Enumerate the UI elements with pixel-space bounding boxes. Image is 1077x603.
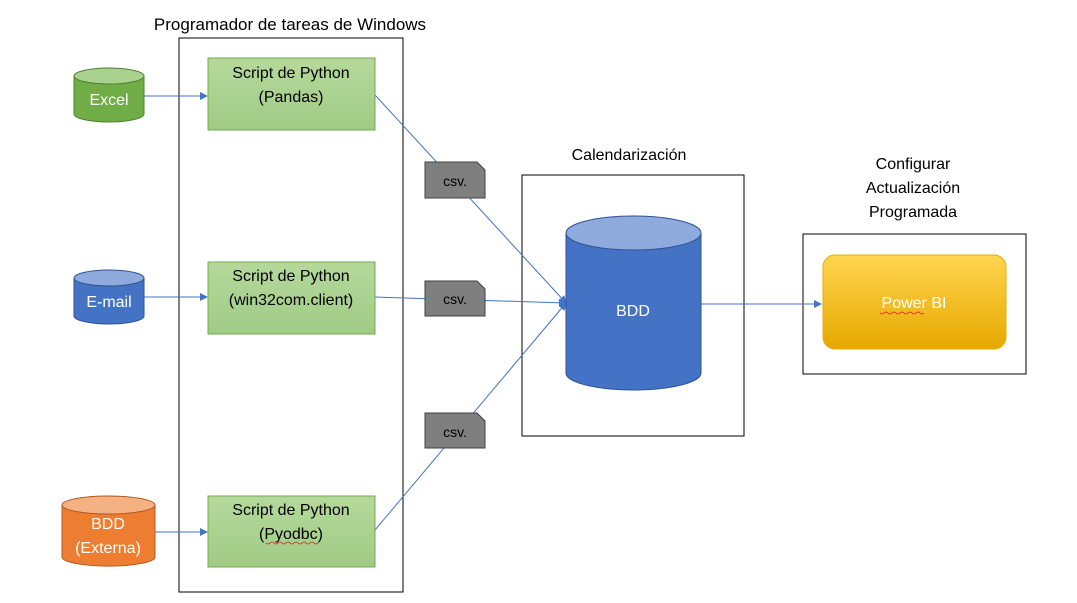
- scheduling-container: [521, 174, 745, 437]
- csv-file-icon-1: csv.: [424, 161, 486, 199]
- script-box-pyodbc-line-2: (Pyodbc): [259, 526, 323, 543]
- database-cylinder: BDD: [565, 215, 702, 391]
- script-box-pyodbc: Script de Python (Pyodbc): [207, 495, 376, 568]
- database-top: [565, 215, 702, 251]
- powerbi-spellcheck-underline: [879, 311, 925, 315]
- script-box-win32com-rect: [207, 261, 376, 335]
- script-box-win32com: Script de Python (win32com.client): [207, 261, 376, 335]
- powerbi-rect: [822, 254, 1007, 350]
- source-excel-label: Excel: [89, 92, 128, 109]
- spellcheck-underline: [265, 541, 319, 545]
- script-box-pandas-line-1: Script de Python: [232, 65, 349, 82]
- source-external-db-cylinder: BDD (Externa): [61, 495, 156, 567]
- script-box-pandas-rect: [207, 57, 376, 131]
- source-excel-cylinder: Excel: [73, 67, 145, 123]
- csv-file-icon-2: csv.: [424, 280, 486, 317]
- csv-file-label-2: csv.: [443, 291, 467, 307]
- refresh-title-line-2: Actualización: [866, 180, 960, 197]
- csv-file-shape-1: [424, 161, 486, 199]
- script-box-pyodbc-rect: [207, 495, 376, 568]
- powerbi-label: Power BI: [882, 295, 947, 312]
- refresh-title-line-1: Configurar: [876, 156, 951, 173]
- powerbi-box: Power BI: [822, 254, 1007, 350]
- source-external-db-label-2: (Externa): [75, 540, 141, 557]
- source-excel-body: [73, 76, 145, 123]
- source-email-top: [73, 269, 145, 287]
- csv-file-shape-3: [424, 412, 486, 449]
- source-excel-top: [73, 67, 145, 85]
- scheduler-container: [178, 37, 404, 593]
- source-external-db-top: [61, 495, 156, 515]
- script-box-pyodbc-line-1: Script de Python: [232, 502, 349, 519]
- database-label: BDD: [616, 303, 650, 320]
- csv-file-shape-2: [424, 280, 486, 317]
- scheduling-title: Calendarización: [572, 147, 687, 164]
- source-external-db-body: [61, 505, 156, 567]
- database-body: [565, 233, 702, 391]
- scheduler-title: Programador de tareas de Windows: [154, 15, 426, 34]
- source-email-body: [73, 278, 145, 325]
- script-box-pandas: Script de Python (Pandas): [207, 57, 376, 131]
- script-box-pandas-line-2: (Pandas): [259, 89, 324, 106]
- source-email-cylinder: E-mail: [73, 269, 145, 325]
- refresh-title-line-3: Programada: [869, 204, 957, 221]
- csv-file-label-1: csv.: [443, 173, 467, 189]
- source-external-db-label-1: BDD: [91, 516, 125, 533]
- script-box-win32com-line-2: (win32com.client): [229, 292, 353, 309]
- csv-file-label-3: csv.: [443, 424, 467, 440]
- source-email-label: E-mail: [86, 294, 131, 311]
- arrow-script1-to-database: [374, 94, 567, 304]
- csv-file-icon-3: csv.: [424, 412, 486, 449]
- script-box-win32com-line-1: Script de Python: [232, 268, 349, 285]
